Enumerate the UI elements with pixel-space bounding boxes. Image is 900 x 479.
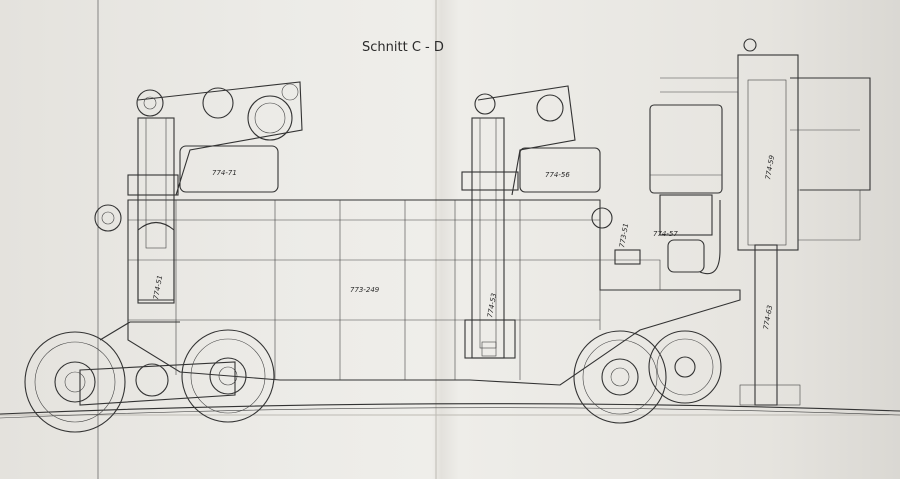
middle-arm-assembly (461, 85, 601, 359)
wheel-front-right (573, 330, 667, 424)
part-label: 774-57 (653, 230, 678, 238)
bogie-link (79, 361, 236, 406)
part-label: 773-249 (350, 286, 380, 294)
rail-line-lower (0, 407, 900, 419)
drawing-title: Schnitt C - D (362, 40, 444, 55)
wheel-rear-right (648, 330, 722, 404)
part-label: 774-59 (764, 154, 776, 180)
wheel-rear-left (181, 329, 275, 423)
right-machinery (591, 38, 871, 406)
part-label: 774-63 (762, 305, 774, 331)
wheel-front-left (24, 331, 126, 433)
part-label: 773-51 (618, 223, 630, 249)
left-arm-assembly (94, 81, 303, 304)
part-label: 774-51 (152, 275, 164, 301)
part-label: 774-56 (545, 171, 570, 179)
hull (99, 199, 741, 386)
part-label: 774-53 (486, 293, 498, 319)
rail-line (0, 403, 900, 415)
part-label: 774-71 (212, 169, 237, 177)
